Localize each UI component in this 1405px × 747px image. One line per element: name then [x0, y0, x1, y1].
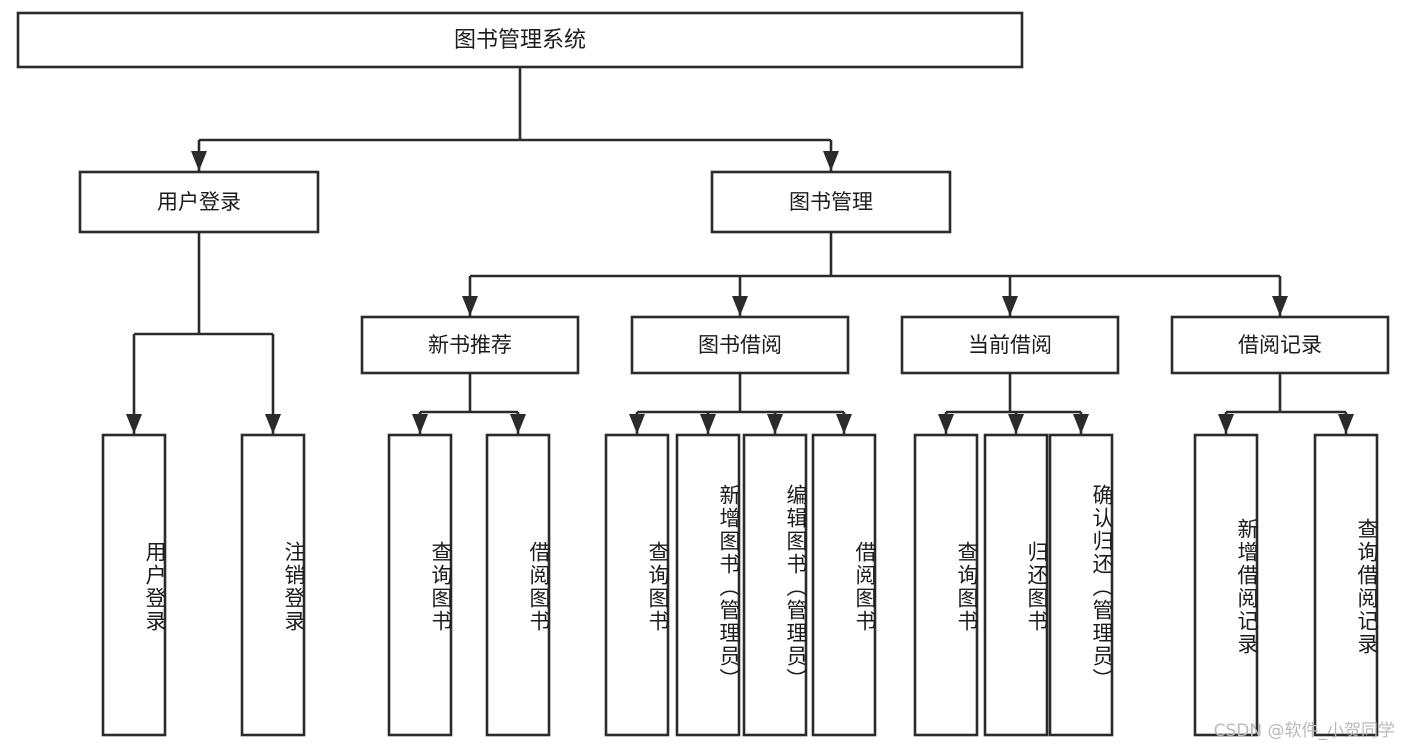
- node-leaf-user-logout[interactable]: [240, 433, 306, 737]
- node-leaf-user-login[interactable]: [101, 433, 167, 737]
- node-leaf-query-book-2[interactable]: [604, 433, 670, 737]
- arrow-head-icon: [732, 296, 748, 316]
- node-new-book-rec-label: 新书推荐: [428, 333, 512, 357]
- node-loan-record-label: 借阅记录: [1238, 333, 1322, 357]
- node-book-manage-label: 图书管理: [789, 190, 873, 214]
- node-book-borrow-label: 图书借阅: [698, 333, 782, 357]
- node-loan-record[interactable]: [1170, 315, 1390, 375]
- node-leaf-borrow-book-2[interactable]: [811, 433, 877, 737]
- node-current-loan[interactable]: [900, 315, 1120, 375]
- arrow-head-icon: [767, 414, 783, 434]
- arrow-head-icon: [510, 414, 526, 434]
- node-leaf-query-record[interactable]: [1313, 433, 1379, 737]
- node-book-manage[interactable]: [710, 170, 952, 234]
- node-leaf-query-book-1[interactable]: [387, 433, 453, 737]
- arrow-head-icon: [1002, 296, 1018, 316]
- arrow-head-icon: [629, 414, 645, 434]
- arrow-head-icon: [265, 414, 281, 434]
- arrow-head-icon: [1272, 296, 1288, 316]
- node-user-login-label: 用户登录: [157, 190, 241, 214]
- arrow-head-icon: [126, 414, 142, 434]
- node-root-system-label: 图书管理系统: [454, 28, 586, 53]
- arrow-head-icon: [1338, 414, 1354, 434]
- node-leaf-query-book-3[interactable]: [913, 433, 979, 737]
- node-leaf-confirm-return[interactable]: [1048, 433, 1114, 737]
- arrow-head-icon: [938, 414, 954, 434]
- node-current-loan-label: 当前借阅: [968, 333, 1052, 357]
- node-book-borrow[interactable]: [630, 315, 850, 375]
- arrow-head-icon: [700, 414, 716, 434]
- arrow-head-icon: [412, 414, 428, 434]
- arrow-head-icon: [1073, 414, 1089, 434]
- arrow-head-icon: [1218, 414, 1234, 434]
- arrow-head-icon: [191, 151, 207, 171]
- watermark-text: CSDN @软件_小贺同学: [1213, 721, 1395, 741]
- node-new-book-rec[interactable]: [360, 315, 580, 375]
- arrow-head-icon: [823, 151, 839, 171]
- node-leaf-return-book[interactable]: [983, 433, 1049, 737]
- arrow-head-icon: [836, 414, 852, 434]
- node-leaf-borrow-book-1[interactable]: [485, 433, 551, 737]
- node-leaf-add-record[interactable]: [1193, 433, 1259, 737]
- node-leaf-add-book[interactable]: [675, 433, 741, 737]
- node-user-login[interactable]: [78, 170, 320, 234]
- node-leaf-edit-book[interactable]: [742, 433, 808, 737]
- node-root-system[interactable]: [16, 11, 1024, 69]
- arrow-head-icon: [1008, 414, 1024, 434]
- connectors-layer: [126, 67, 1354, 434]
- arrow-head-icon: [462, 296, 478, 316]
